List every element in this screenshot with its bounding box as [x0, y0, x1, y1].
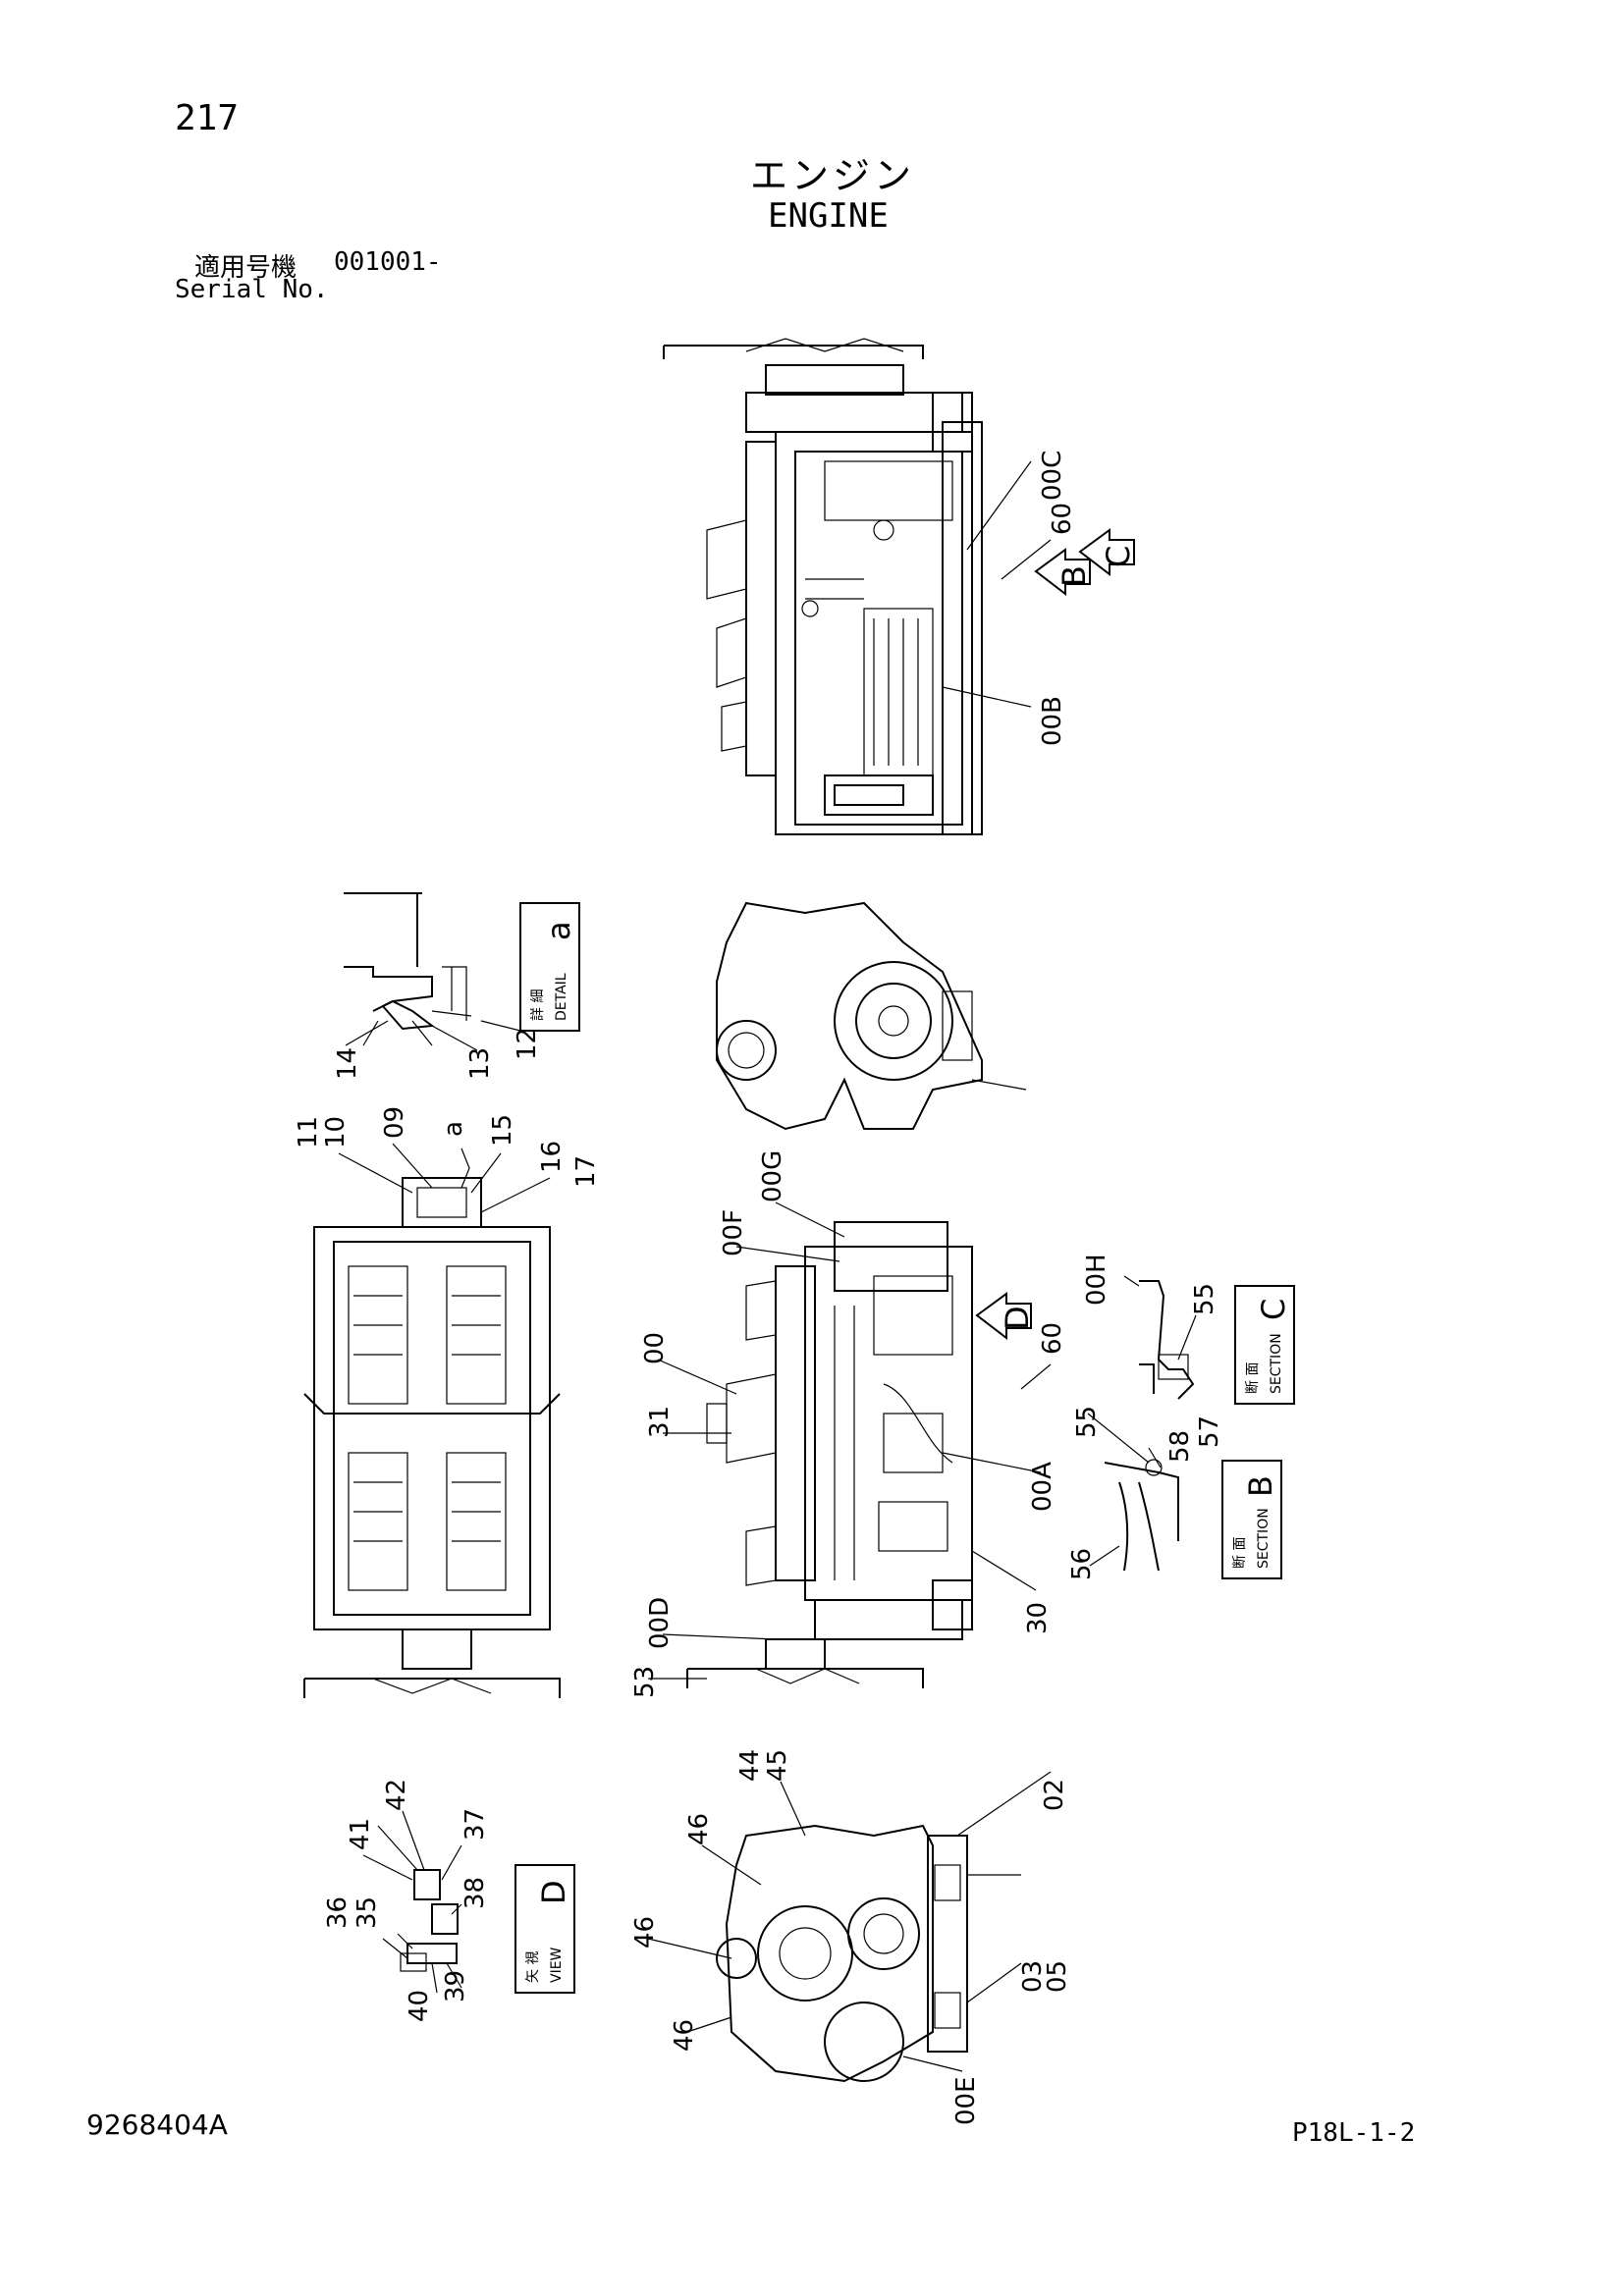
- svg-text:DETAIL: DETAIL: [554, 973, 569, 1021]
- title-japanese: エンジン: [750, 154, 916, 197]
- section-b-label-box: 断 面 SECTION B: [1221, 1460, 1282, 1579]
- svg-text:B: B: [1242, 1475, 1279, 1497]
- arrow-c: [1078, 528, 1135, 577]
- svg-text:46: 46: [670, 2019, 699, 2052]
- svg-text:00B: 00B: [1038, 696, 1067, 746]
- svg-text:55: 55: [1072, 1406, 1102, 1438]
- detail-a-label-box: 詳 細 DETAIL a: [519, 902, 580, 1032]
- svg-text:41: 41: [346, 1818, 375, 1850]
- svg-text:17: 17: [571, 1155, 601, 1188]
- svg-text:a: a: [439, 1121, 468, 1137]
- svg-text:46: 46: [630, 1916, 660, 1949]
- svg-text:56: 56: [1067, 1548, 1097, 1580]
- svg-text:C: C: [1100, 546, 1137, 567]
- svg-text:矢 視: 矢 視: [525, 1951, 541, 1983]
- svg-text:00: 00: [640, 1332, 670, 1364]
- svg-text:09: 09: [380, 1106, 409, 1139]
- engine-left-view: [303, 1177, 561, 1698]
- svg-text:00F: 00F: [719, 1209, 748, 1256]
- svg-text:03: 03: [1018, 1960, 1048, 1993]
- svg-text:SECTION: SECTION: [1269, 1333, 1284, 1394]
- svg-text:14: 14: [333, 1047, 362, 1080]
- svg-text:10: 10: [321, 1116, 351, 1148]
- svg-text:11: 11: [294, 1116, 323, 1148]
- rear-view-callouts: 44 45 02 46 46 46 03 05 00E: [630, 1749, 1072, 2125]
- svg-text:46: 46: [684, 1813, 714, 1845]
- section-c-view: 00H 55: [1082, 1254, 1219, 1400]
- drawing-number: 9268404A: [86, 2109, 228, 2141]
- arrow-b: [1034, 548, 1091, 597]
- svg-text:00G: 00G: [758, 1150, 787, 1202]
- svg-text:05: 05: [1043, 1960, 1072, 1993]
- svg-text:58: 58: [1165, 1430, 1195, 1463]
- svg-text:00H: 00H: [1082, 1254, 1111, 1306]
- top-view-callouts: 00C 60 00B B C: [942, 451, 1137, 746]
- svg-text:詳 細: 詳 細: [530, 989, 546, 1021]
- left-view-callouts: 11 10 09 a 15 16 17: [294, 1106, 601, 1213]
- svg-text:60: 60: [1038, 1322, 1067, 1355]
- svg-text:00C: 00C: [1038, 451, 1067, 501]
- svg-text:D: D: [535, 1880, 572, 1904]
- page-number: 217: [175, 98, 240, 138]
- svg-text:35: 35: [352, 1896, 382, 1929]
- svg-text:断 面: 断 面: [1245, 1362, 1261, 1394]
- section-c-label-box: 断 面 SECTION C: [1234, 1285, 1295, 1405]
- view-d-view: 42 41 37 38 35 36 39 40: [323, 1779, 490, 2022]
- svg-text:SECTION: SECTION: [1256, 1508, 1272, 1569]
- svg-text:a: a: [540, 921, 577, 940]
- svg-text:53: 53: [630, 1666, 660, 1698]
- svg-text:B: B: [1056, 565, 1093, 587]
- svg-text:44: 44: [735, 1749, 765, 1782]
- view-d-label-box: 矢 視 VIEW D: [514, 1864, 575, 1994]
- section-b-view: 55 58 57 56: [1067, 1406, 1224, 1580]
- engine-side-view: [686, 1221, 973, 1688]
- engine-top-view: [663, 338, 983, 835]
- svg-text:42: 42: [382, 1779, 411, 1811]
- svg-text:15: 15: [488, 1114, 517, 1147]
- svg-text:00A: 00A: [1028, 1462, 1057, 1512]
- svg-text:60: 60: [1048, 503, 1077, 535]
- svg-text:45: 45: [763, 1749, 792, 1782]
- svg-text:55: 55: [1190, 1283, 1219, 1315]
- svg-text:00D: 00D: [645, 1597, 675, 1649]
- svg-text:30: 30: [1023, 1602, 1053, 1634]
- sheet-reference: P18L-1-2: [1292, 2118, 1416, 2148]
- serial-value: 001001-: [334, 247, 442, 277]
- engine-front-view: [716, 901, 1027, 1131]
- engine-rear-view: [716, 1824, 1021, 2083]
- svg-text:C: C: [1255, 1299, 1292, 1320]
- detail-a-view: 14 13 12: [333, 892, 542, 1080]
- svg-text:37: 37: [460, 1808, 490, 1841]
- svg-text:12: 12: [513, 1028, 542, 1060]
- svg-text:D: D: [999, 1306, 1036, 1330]
- svg-text:02: 02: [1040, 1779, 1069, 1811]
- svg-text:13: 13: [465, 1047, 495, 1080]
- svg-text:36: 36: [323, 1896, 352, 1929]
- svg-text:39: 39: [441, 1970, 470, 2002]
- serial-label-japanese: 適用号機: [194, 253, 298, 283]
- svg-text:VIEW: VIEW: [549, 1947, 565, 1983]
- svg-text:断 面: 断 面: [1232, 1537, 1248, 1569]
- title-english: ENGINE: [768, 196, 889, 236]
- serial-label-english: Serial No.: [175, 275, 329, 304]
- svg-text:16: 16: [537, 1141, 567, 1173]
- side-view-callouts: 00G 00F 00 31 60 D 00A 00D 53 30: [630, 1150, 1067, 1698]
- svg-text:00E: 00E: [951, 2076, 981, 2125]
- arrow-d: [975, 1292, 1032, 1341]
- svg-text:40: 40: [405, 1990, 434, 2022]
- svg-text:57: 57: [1195, 1415, 1224, 1448]
- svg-text:38: 38: [460, 1877, 490, 1909]
